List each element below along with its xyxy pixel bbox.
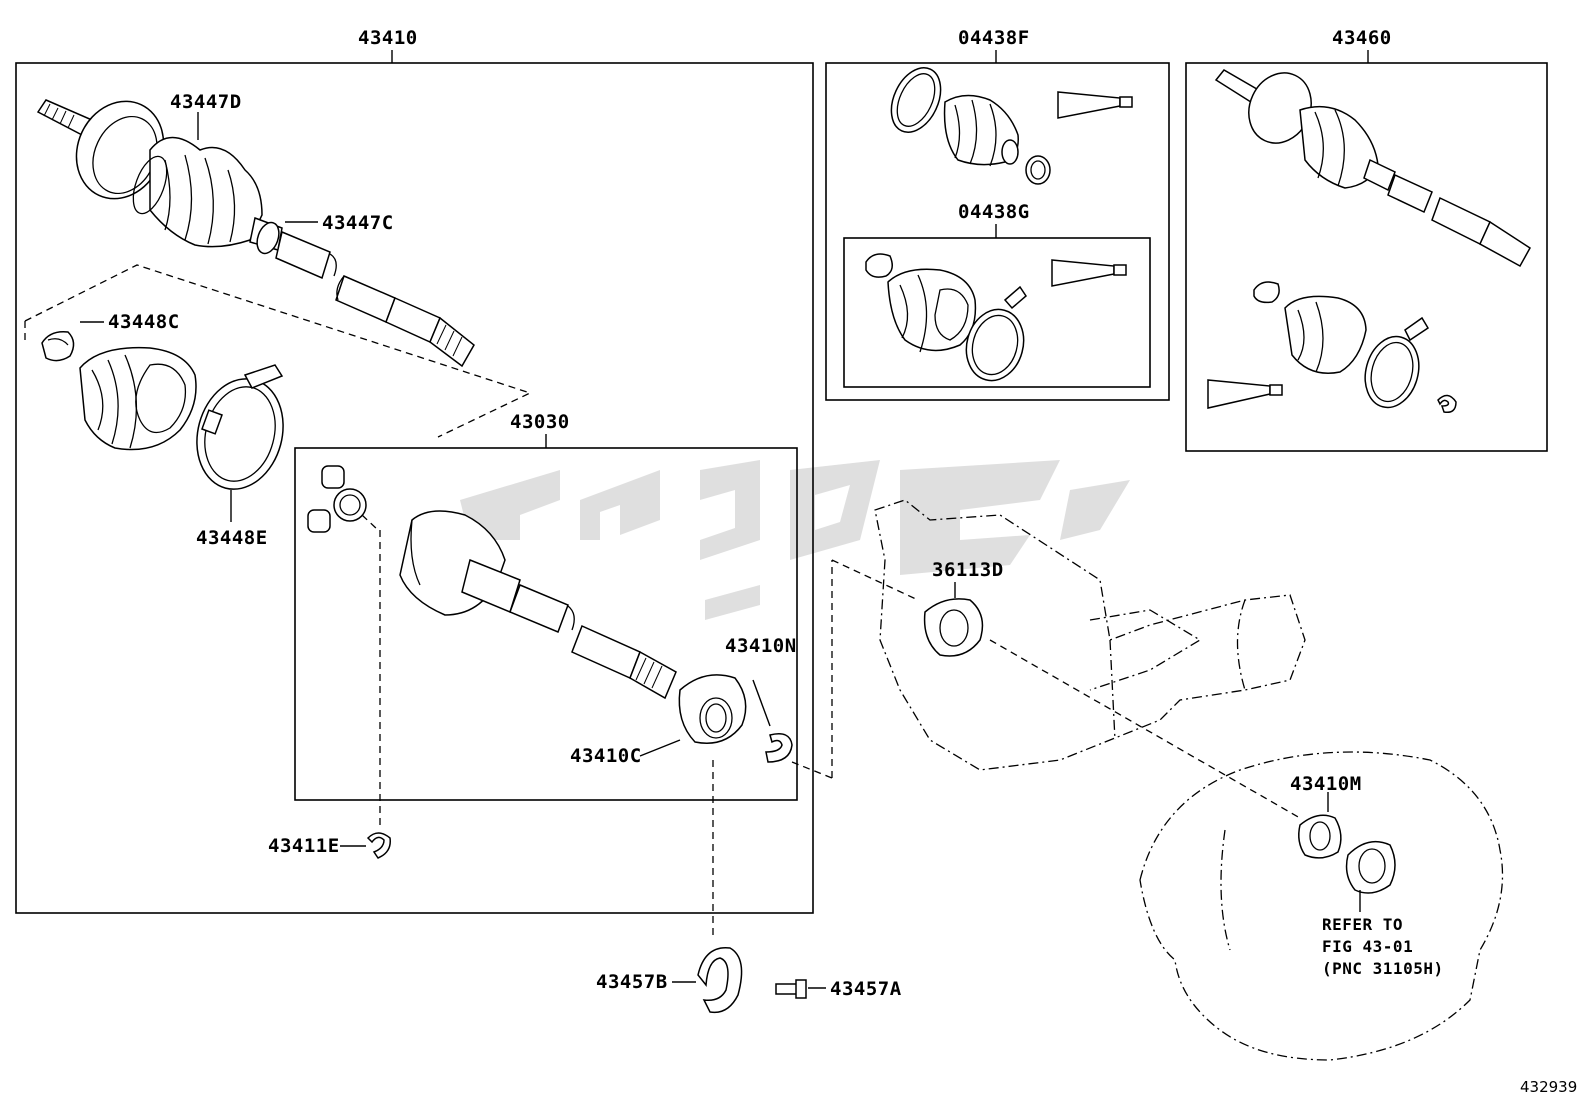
bolt-43457A-drawing	[775, 979, 807, 999]
refer-note-line1: REFER TO	[1322, 915, 1403, 934]
group-label-43410: 43410	[358, 27, 418, 49]
drive-shaft-assembly-drawing	[36, 99, 475, 368]
group-label-43030: 43030	[510, 411, 570, 433]
group-box-04438G	[843, 237, 1151, 388]
part-label-43447C: 43447C	[322, 212, 394, 234]
part-label-43448C: 43448C	[108, 311, 180, 333]
group-label-43460: 43460	[1332, 27, 1392, 49]
part-label-43410C: 43410C	[570, 745, 642, 767]
bearing-43410M-drawing	[1298, 814, 1396, 894]
group-box-04438F	[825, 62, 1170, 401]
boot-kit-04438G-drawing	[865, 253, 1127, 382]
figure-number: 432939	[1520, 1078, 1577, 1096]
group-label-04438G: 04438G	[958, 201, 1030, 223]
part-label-43411E: 43411E	[268, 835, 340, 857]
boot-kit-04438F-drawing	[890, 67, 1133, 185]
refer-note-line3: (PNC 31105H)	[1322, 959, 1444, 978]
part-label-43410N: 43410N	[725, 635, 797, 657]
part-label-43448E: 43448E	[196, 527, 268, 549]
inner-joint-drawing	[307, 465, 793, 763]
part-label-43457A: 43457A	[830, 978, 902, 1000]
drive-shaft-43460-drawing	[1207, 69, 1531, 414]
part-label-43447D: 43447D	[170, 91, 242, 113]
part-label-43457B: 43457B	[596, 971, 668, 993]
part-label-43410M: 43410M	[1290, 773, 1362, 795]
refer-note-line2: FIG 43-01	[1322, 937, 1413, 956]
group-box-43410	[15, 62, 814, 914]
clip-43411E-drawing	[366, 832, 391, 859]
part-label-36113D: 36113D	[932, 559, 1004, 581]
watermark-logo	[460, 460, 1130, 620]
differential-housing-drawing	[874, 499, 1306, 771]
seal-36113D-drawing	[923, 598, 984, 657]
group-box-43460	[1185, 62, 1548, 452]
transmission-case-outline	[1139, 751, 1504, 1061]
inner-boot-drawing	[41, 330, 284, 490]
group-label-04438F: 04438F	[958, 27, 1030, 49]
boot-kit-outline	[24, 264, 532, 438]
ring-43457B-drawing	[697, 947, 743, 1014]
